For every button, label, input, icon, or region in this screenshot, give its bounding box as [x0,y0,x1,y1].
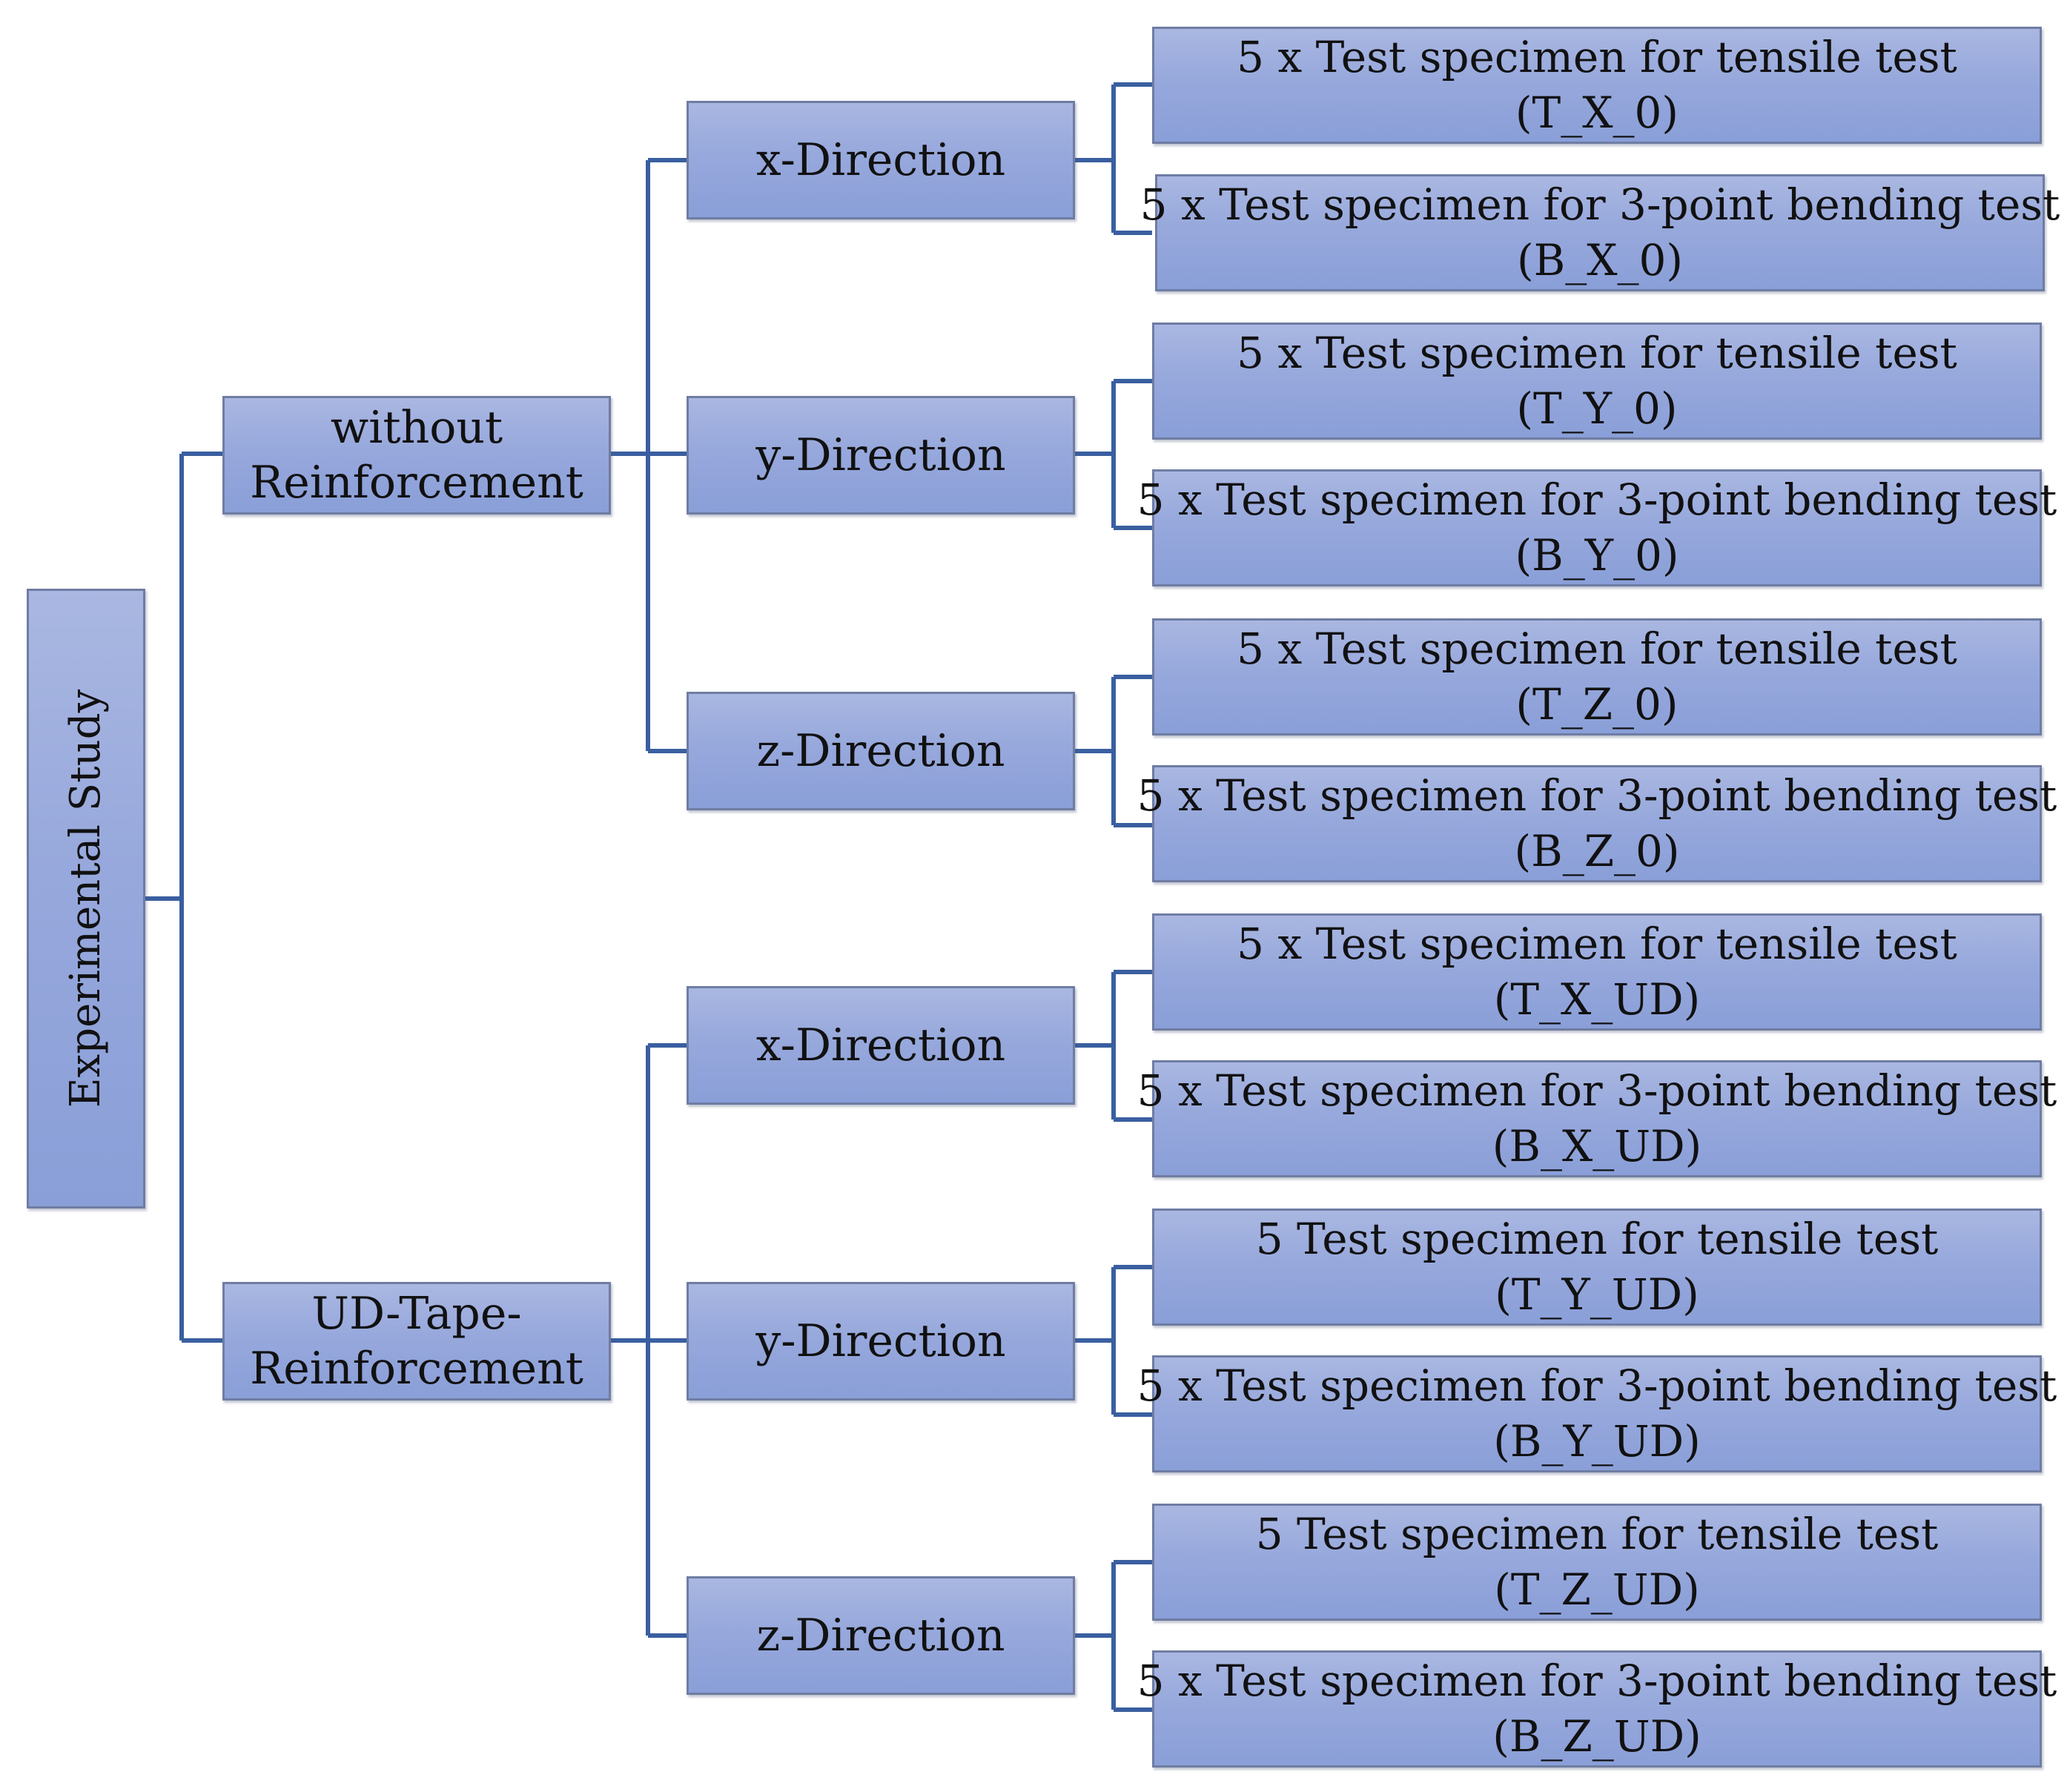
test-node-b-y-ud: 5 x Test specimen for 3-point bending te… [1137,1355,2057,1472]
group-label-line1: without [330,402,503,454]
test-description: 5 x Test specimen for 3-point bending te… [1137,1656,2057,1706]
test-description: 5 Test specimen for tensile test [1255,1214,1939,1264]
test-code: (B_X_0) [1516,235,1684,285]
test-description: 5 x Test specimen for tensile test [1237,624,1957,674]
group-label-line2: Reinforcement [250,457,583,509]
direction-label: y-Direction [755,429,1006,481]
connector-group-ud [611,1043,687,1638]
connector-y-0 [1075,379,1152,530]
direction-node-x-ud: x-Direction [687,986,1075,1105]
test-node-t-y-0: 5 x Test specimen for tensile test (T_Y_… [1152,323,2042,440]
direction-node-z-ud: z-Direction [687,1576,1075,1695]
test-code: (B_X_UD) [1492,1121,1702,1171]
root-label: Experimental Study [62,689,110,1108]
direction-label: x-Direction [755,134,1006,186]
test-code: (T_Z_UD) [1494,1564,1700,1615]
direction-label: y-Direction [755,1315,1006,1367]
test-description: 5 x Test specimen for 3-point bending te… [1137,770,2057,821]
test-description: 5 x Test specimen for tensile test [1237,32,1957,82]
test-description: 5 x Test specimen for 3-point bending te… [1140,179,2060,230]
group-label-line1: UD-Tape- [311,1288,522,1340]
test-description: 5 x Test specimen for tensile test [1237,919,1957,969]
test-description: 5 Test specimen for tensile test [1255,1509,1939,1559]
test-node-t-x-ud: 5 x Test specimen for tensile test (T_X_… [1152,913,2042,1031]
direction-node-y-without: y-Direction [687,396,1075,515]
test-description: 5 x Test specimen for 3-point bending te… [1137,1065,2057,1116]
direction-label: x-Direction [755,1019,1006,1071]
root-node-experimental-study: Experimental Study [27,589,145,1209]
test-code: (B_Y_UD) [1493,1416,1701,1467]
test-node-t-x-0: 5 x Test specimen for tensile test (T_X_… [1152,27,2042,144]
direction-node-z-without: z-Direction [687,692,1075,810]
test-code: (T_Y_0) [1516,383,1678,434]
group-node-ud-tape-reinforcement: UD-Tape- Reinforcement [222,1282,611,1401]
test-node-t-z-0: 5 x Test specimen for tensile test (T_Z_… [1152,618,2042,735]
connector-group-without [611,158,687,753]
test-code: (T_Y_UD) [1495,1269,1699,1320]
test-description: 5 x Test specimen for 3-point bending te… [1137,1360,2057,1411]
direction-label: z-Direction [756,1610,1005,1662]
test-code: (B_Z_0) [1514,826,1680,876]
direction-node-y-ud: y-Direction [687,1282,1075,1401]
test-node-b-x-ud: 5 x Test specimen for 3-point bending te… [1137,1060,2057,1177]
test-code: (B_Y_0) [1515,530,1679,581]
test-code: (T_X_0) [1515,87,1679,138]
connector-z-0 [1075,675,1152,827]
test-description: 5 x Test specimen for 3-point bending te… [1137,475,2057,525]
test-code: (T_Z_0) [1515,679,1679,730]
test-node-b-z-0: 5 x Test specimen for 3-point bending te… [1137,765,2057,882]
test-node-t-z-ud: 5 Test specimen for tensile test (T_Z_UD… [1152,1504,2042,1621]
test-node-b-z-ud: 5 x Test specimen for 3-point bending te… [1137,1650,2057,1768]
test-node-t-y-ud: 5 Test specimen for tensile test (T_Y_UD… [1152,1209,2042,1326]
direction-node-x-without: x-Direction [687,101,1075,219]
test-node-b-y-0: 5 x Test specimen for 3-point bending te… [1137,469,2057,586]
test-code: (T_X_UD) [1493,974,1701,1025]
connector-x-0 [1075,82,1152,235]
connector-x-ud [1075,970,1152,1122]
connector-root [145,452,222,1343]
connector-y-ud [1075,1265,1152,1417]
group-node-without-reinforcement: without Reinforcement [222,396,611,515]
test-node-b-x-0: 5 x Test specimen for 3-point bending te… [1140,174,2060,291]
test-code: (B_Z_UD) [1492,1711,1701,1762]
connector-z-ud [1075,1560,1152,1712]
test-description: 5 x Test specimen for tensile test [1237,328,1957,378]
group-label-line2: Reinforcement [250,1343,583,1395]
direction-label: z-Direction [756,725,1005,777]
